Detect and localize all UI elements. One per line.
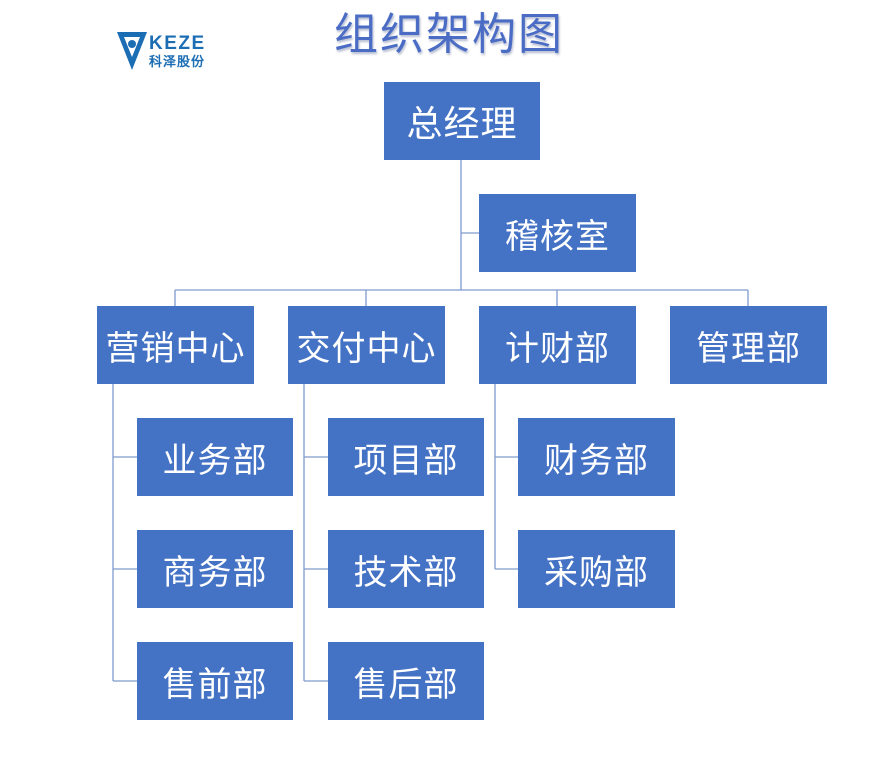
org-box-dept-1-child-2[interactable]: 售后部 bbox=[328, 642, 484, 720]
org-box-dept-2-child-1[interactable]: 采购部 bbox=[518, 530, 675, 608]
logo-name: KEZE bbox=[149, 33, 206, 54]
company-logo: KEZE 科泽股份 bbox=[116, 26, 226, 74]
org-box-assistant[interactable]: 稽核室 bbox=[479, 194, 636, 272]
keze-v-logo-icon bbox=[117, 32, 147, 70]
org-box-dept-1[interactable]: 交付中心 bbox=[288, 306, 445, 384]
org-box-dept-0-child-0[interactable]: 业务部 bbox=[137, 418, 293, 496]
org-box-dept-2[interactable]: 计财部 bbox=[479, 306, 636, 384]
page-title: 组织架构图 bbox=[334, 9, 564, 60]
org-box-dept-1-child-1[interactable]: 技术部 bbox=[328, 530, 484, 608]
org-box-dept-0[interactable]: 营销中心 bbox=[97, 306, 254, 384]
org-box-dept-1-child-0[interactable]: 项目部 bbox=[328, 418, 484, 496]
org-box-root[interactable]: 总经理 bbox=[384, 82, 540, 160]
org-box-dept-2-child-0[interactable]: 财务部 bbox=[518, 418, 675, 496]
org-box-dept-0-child-1[interactable]: 商务部 bbox=[137, 530, 293, 608]
org-box-dept-0-child-2[interactable]: 售前部 bbox=[137, 642, 293, 720]
logo-subtitle: 科泽股份 bbox=[149, 55, 206, 70]
org-box-dept-3[interactable]: 管理部 bbox=[670, 306, 827, 384]
